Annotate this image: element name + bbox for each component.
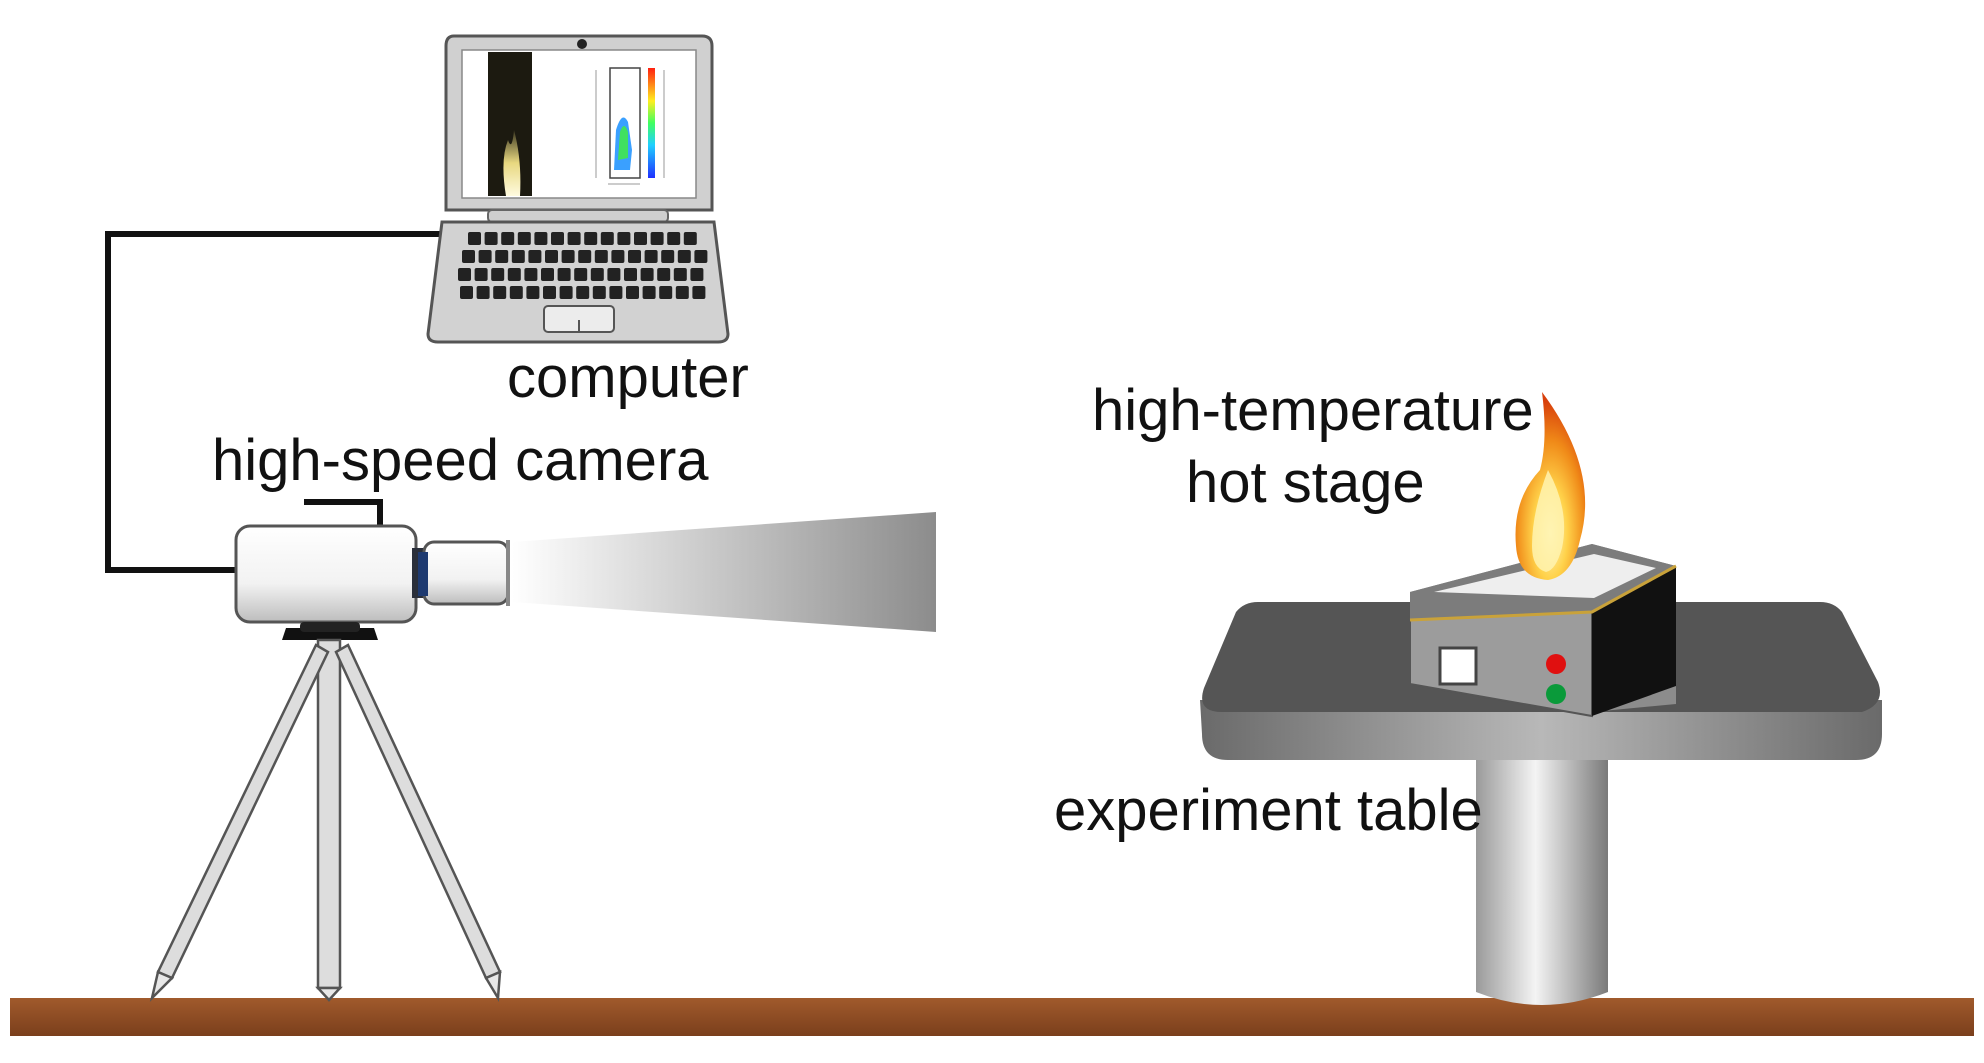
keyboard-key xyxy=(507,268,521,281)
keyboard-key xyxy=(511,250,525,263)
keyboard-key xyxy=(673,268,687,281)
keyboard-key xyxy=(657,268,671,281)
keyboard-key xyxy=(594,250,608,263)
keyboard-key xyxy=(650,232,664,245)
keyboard-key xyxy=(501,232,515,245)
keyboard-key xyxy=(692,286,706,299)
ground-strip xyxy=(10,998,1974,1036)
keyboard-key xyxy=(468,232,481,245)
keyboard-key xyxy=(526,286,540,299)
camera-label: high-speed camera xyxy=(212,428,709,493)
keyboard-key xyxy=(607,268,621,281)
keyboard-key xyxy=(694,250,708,263)
keyboard-key xyxy=(624,268,637,281)
keyboard-key xyxy=(628,250,641,263)
keyboard-key xyxy=(675,286,689,299)
keyboard-key xyxy=(524,268,538,281)
keyboard-key xyxy=(478,250,492,263)
keyboard-key xyxy=(534,232,548,245)
keyboard-key xyxy=(545,250,558,263)
keyboard-key xyxy=(626,286,639,299)
laptop-icon xyxy=(426,34,730,344)
video-camera-icon xyxy=(234,499,510,640)
tripod-icon xyxy=(149,638,502,1003)
keyboard-key xyxy=(495,250,509,263)
keyboard-key xyxy=(551,232,564,245)
flame-core-icon xyxy=(1532,470,1565,572)
camera-view-beam xyxy=(512,512,936,632)
table-label: experiment table xyxy=(1054,778,1483,843)
keyboard-key xyxy=(683,232,697,245)
keyboard-key xyxy=(574,268,588,281)
keyboard-key xyxy=(640,268,654,281)
keyboard-key xyxy=(462,250,475,263)
keyboard-key xyxy=(474,268,488,281)
keyboard-key xyxy=(659,286,673,299)
hot-stage-label-line2: hot stage xyxy=(1186,450,1425,515)
keyboard-key xyxy=(509,286,523,299)
keyboard-key xyxy=(578,250,592,263)
hot-stage-label-line1: high-temperature xyxy=(1092,378,1534,443)
keyboard-key xyxy=(491,268,505,281)
keyboard-key xyxy=(567,232,581,245)
keyboard-key xyxy=(584,232,598,245)
keyboard-key xyxy=(476,286,490,299)
red-indicator-icon xyxy=(1546,654,1566,674)
keyboard-key xyxy=(644,250,658,263)
keyboard-key xyxy=(634,232,647,245)
keyboard-key xyxy=(493,286,507,299)
data-cable xyxy=(105,231,445,573)
keyboard-key xyxy=(600,232,614,245)
keyboard-key xyxy=(460,286,473,299)
keyboard-key xyxy=(528,250,542,263)
keyboard-key xyxy=(611,250,625,263)
keyboard-key xyxy=(543,286,556,299)
keyboard-key xyxy=(561,250,575,263)
keyboard-key xyxy=(557,268,571,281)
hot-stage-icon xyxy=(1409,544,1677,718)
keyboard-key xyxy=(541,268,554,281)
keyboard-key xyxy=(667,232,681,245)
keyboard-key xyxy=(576,286,590,299)
keyboard-key xyxy=(642,286,656,299)
keyboard-key xyxy=(661,250,675,263)
keyboard-key xyxy=(559,286,573,299)
keyboard-key xyxy=(517,232,531,245)
keyboard-key xyxy=(458,268,471,281)
keyboard-key xyxy=(690,268,704,281)
keyboard-key xyxy=(590,268,604,281)
keyboard-key xyxy=(677,250,691,263)
keyboard-key xyxy=(592,286,606,299)
green-indicator-icon xyxy=(1546,684,1566,704)
keyboard-key xyxy=(609,286,623,299)
keyboard-key xyxy=(617,232,631,245)
computer-label: computer xyxy=(507,345,749,410)
keyboard-key xyxy=(484,232,498,245)
